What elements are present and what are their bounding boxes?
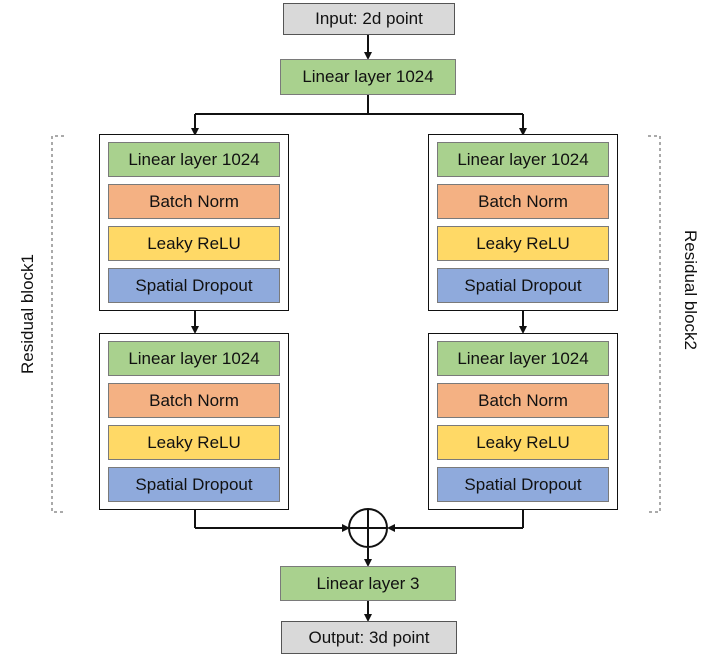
left-unit-2: Linear layer 1024 Batch Norm Leaky ReLU … — [99, 333, 289, 510]
right-unit-2-relu: Leaky ReLU — [437, 425, 609, 460]
left-unit-1-linear: Linear layer 1024 — [108, 142, 280, 177]
output-box: Output: 3d point — [281, 621, 457, 654]
left-unit-2-relu: Leaky ReLU — [108, 425, 280, 460]
left-unit-1: Linear layer 1024 Batch Norm Leaky ReLU … — [99, 134, 289, 311]
right-unit-1-dropout: Spatial Dropout — [437, 268, 609, 303]
left-unit-1-batchnorm: Batch Norm — [108, 184, 280, 219]
residual-block1-label: Residual block1 — [18, 254, 37, 375]
right-unit-2-dropout: Spatial Dropout — [437, 467, 609, 502]
right-unit-1-relu: Leaky ReLU — [437, 226, 609, 261]
right-unit-2-batchnorm: Batch Norm — [437, 383, 609, 418]
linear-layer-top: Linear layer 1024 — [280, 59, 456, 95]
left-unit-2-linear: Linear layer 1024 — [108, 341, 280, 376]
right-unit-2-linear: Linear layer 1024 — [437, 341, 609, 376]
right-unit-2: Linear layer 1024 Batch Norm Leaky ReLU … — [428, 333, 618, 510]
residual-block2-label: Residual block2 — [681, 229, 700, 350]
left-unit-1-relu: Leaky ReLU — [108, 226, 280, 261]
input-box: Input: 2d point — [283, 3, 455, 35]
right-unit-1-batchnorm: Batch Norm — [437, 184, 609, 219]
right-unit-1-linear: Linear layer 1024 — [437, 142, 609, 177]
sum-node-icon — [348, 508, 388, 548]
left-unit-2-batchnorm: Batch Norm — [108, 383, 280, 418]
linear-layer-bottom: Linear layer 3 — [280, 566, 456, 601]
right-unit-1: Linear layer 1024 Batch Norm Leaky ReLU … — [428, 134, 618, 311]
left-unit-2-dropout: Spatial Dropout — [108, 467, 280, 502]
left-unit-1-dropout: Spatial Dropout — [108, 268, 280, 303]
